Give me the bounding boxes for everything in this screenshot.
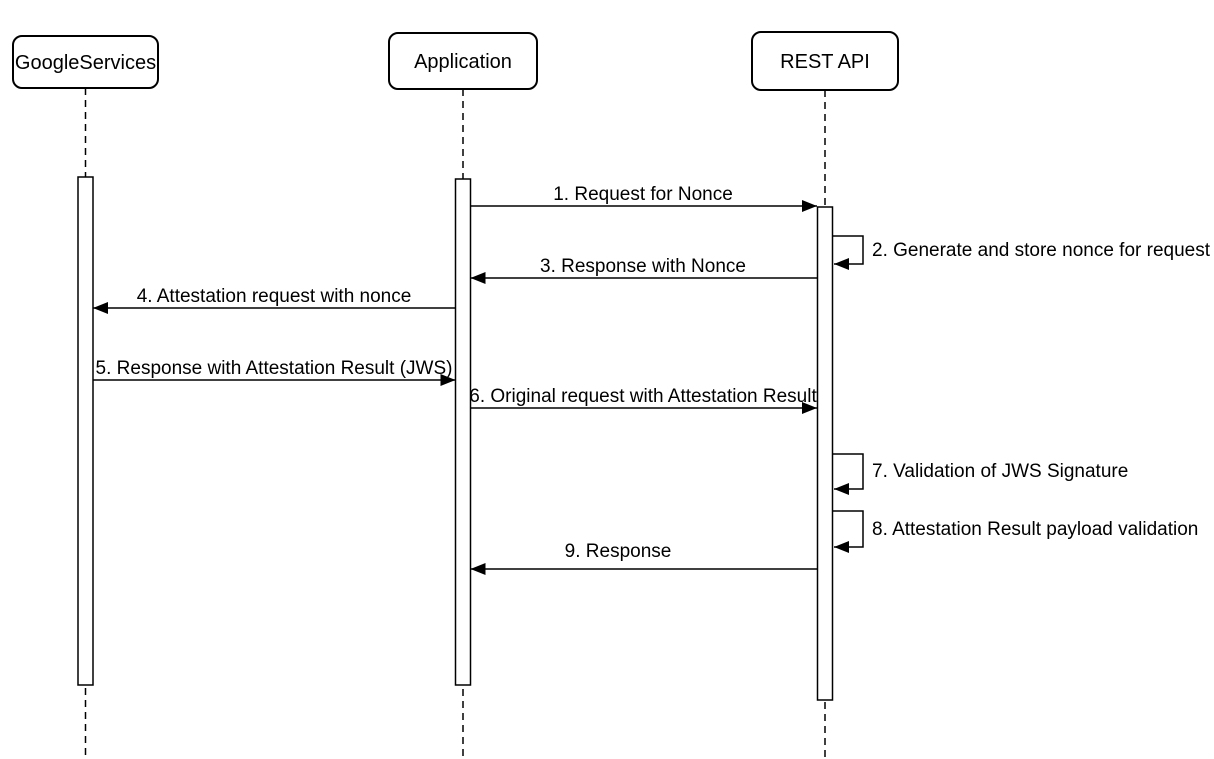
actor-label-application: Application (414, 51, 512, 73)
activation-bar-application (454, 178, 472, 686)
self-message-loop-8 (832, 510, 864, 553)
message-label-9: 9. Response (565, 541, 672, 562)
actor-box-restapi (751, 31, 899, 91)
message-8: 8. Attestation Result payload validation (832, 510, 1198, 553)
message-5: 5. Response with Attestation Result (JWS… (93, 358, 456, 386)
self-message-loop-2 (832, 235, 864, 270)
message-label-5: 5. Response with Attestation Result (JWS… (96, 358, 453, 379)
message-6: 6. Original request with Attestation Res… (469, 386, 817, 414)
actor-box-googleservices (12, 35, 159, 89)
self-message-loop-7 (832, 453, 864, 495)
actor-application: Application (388, 32, 538, 90)
message-7: 7. Validation of JWS Signature (832, 453, 1128, 495)
message-2: 2. Generate and store nonce for request (832, 235, 1211, 270)
message-9: 9. Response (470, 541, 817, 575)
message-1: 1. Request for Nonce (470, 184, 817, 212)
message-label-8: 8. Attestation Result payload validation (872, 519, 1198, 540)
message-label-4: 4. Attestation request with nonce (137, 286, 412, 307)
actor-restapi: REST API (751, 31, 899, 91)
actor-label-googleservices: GoogleServices (15, 52, 156, 74)
activation-bar-googleservices (77, 176, 94, 686)
message-label-1: 1. Request for Nonce (553, 184, 733, 205)
actor-googleservices: GoogleServices (12, 35, 159, 89)
message-label-3: 3. Response with Nonce (540, 256, 746, 277)
actor-label-restapi: REST API (780, 51, 870, 73)
activation-bar-restapi (816, 206, 834, 701)
message-label-6: 6. Original request with Attestation Res… (469, 386, 817, 407)
message-label-2: 2. Generate and store nonce for request (872, 240, 1211, 261)
message-4: 4. Attestation request with nonce (93, 286, 455, 314)
actor-box-application (388, 32, 538, 90)
message-3: 3. Response with Nonce (470, 256, 817, 284)
message-label-7: 7. Validation of JWS Signature (872, 461, 1128, 482)
